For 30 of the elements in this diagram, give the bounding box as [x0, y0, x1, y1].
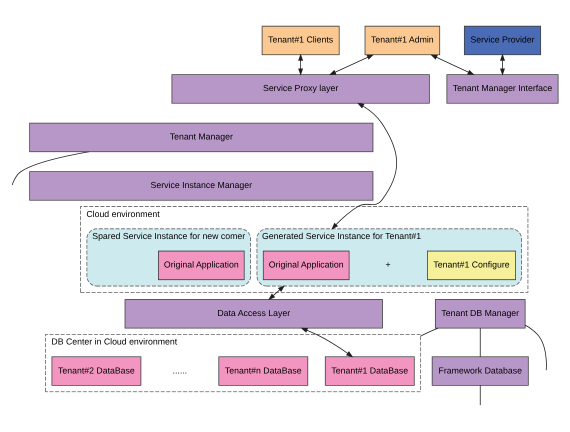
node-box: Tenant#1 Admin — [364, 26, 440, 56]
node-box: Tenant#1 Clients — [262, 26, 340, 56]
connector — [524, 324, 547, 371]
node-box: Service Instance Manager — [29, 171, 374, 201]
connector — [420, 328, 439, 337]
node-box: Service Proxy layer — [172, 74, 430, 104]
node-box: Tenant Manager Interface — [446, 74, 559, 104]
label: + — [386, 260, 391, 270]
label: ...... — [172, 365, 188, 376]
connector — [480, 328, 481, 358]
connector — [480, 385, 481, 406]
connector — [12, 151, 90, 186]
node-box: Tenant#n DataBase — [218, 356, 308, 386]
arrow — [430, 54, 475, 76]
arrow — [300, 328, 354, 358]
node-box: Tenant#2 DataBase — [52, 356, 142, 386]
node-box: Framework Database — [432, 356, 529, 386]
arrow — [500, 54, 505, 76]
node-box: Tenant DB Manager — [434, 299, 526, 329]
arrow — [268, 285, 285, 300]
arrow — [328, 54, 374, 76]
node-box: Service Provider — [464, 26, 542, 56]
node-box: Original Application — [262, 250, 350, 280]
node-box: Original Application — [158, 250, 245, 280]
arrow — [331, 102, 398, 230]
node-box: Tenant#1 DataBase — [324, 356, 415, 386]
node-box: Data Access Layer — [124, 299, 383, 329]
node-box: Tenant Manager — [29, 122, 374, 152]
node-box: Tenant#1 Configure — [427, 250, 516, 280]
arrow — [298, 54, 304, 76]
